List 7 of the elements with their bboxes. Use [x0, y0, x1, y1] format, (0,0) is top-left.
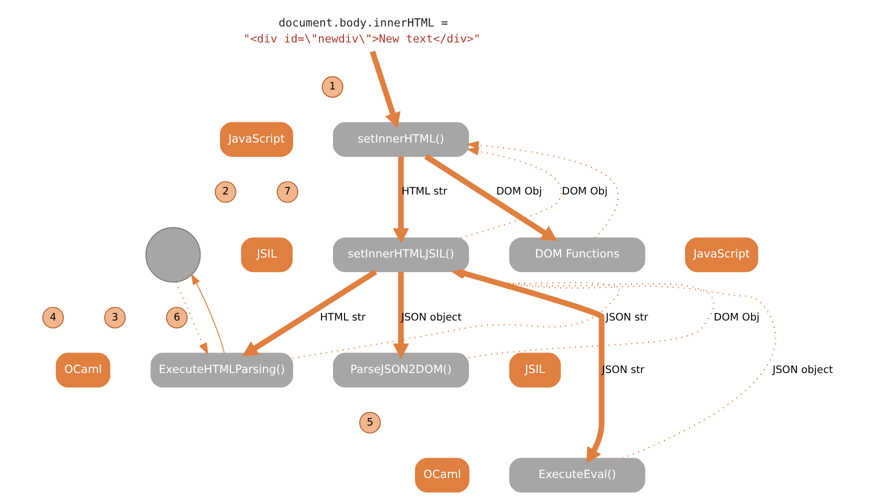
edge-label: DOM Obj	[714, 311, 760, 324]
edge-label: JSON object	[772, 364, 833, 376]
edge-label: DOM Obj	[562, 186, 608, 198]
edge-label: HTML str	[320, 311, 366, 324]
edge-label: JSON str	[606, 311, 648, 324]
node-text: document.body.innerHTML = "<div id=\"newdiv\">New text</div>"	[243, 16, 480, 46]
edge-label: DOM Obj	[496, 186, 542, 198]
